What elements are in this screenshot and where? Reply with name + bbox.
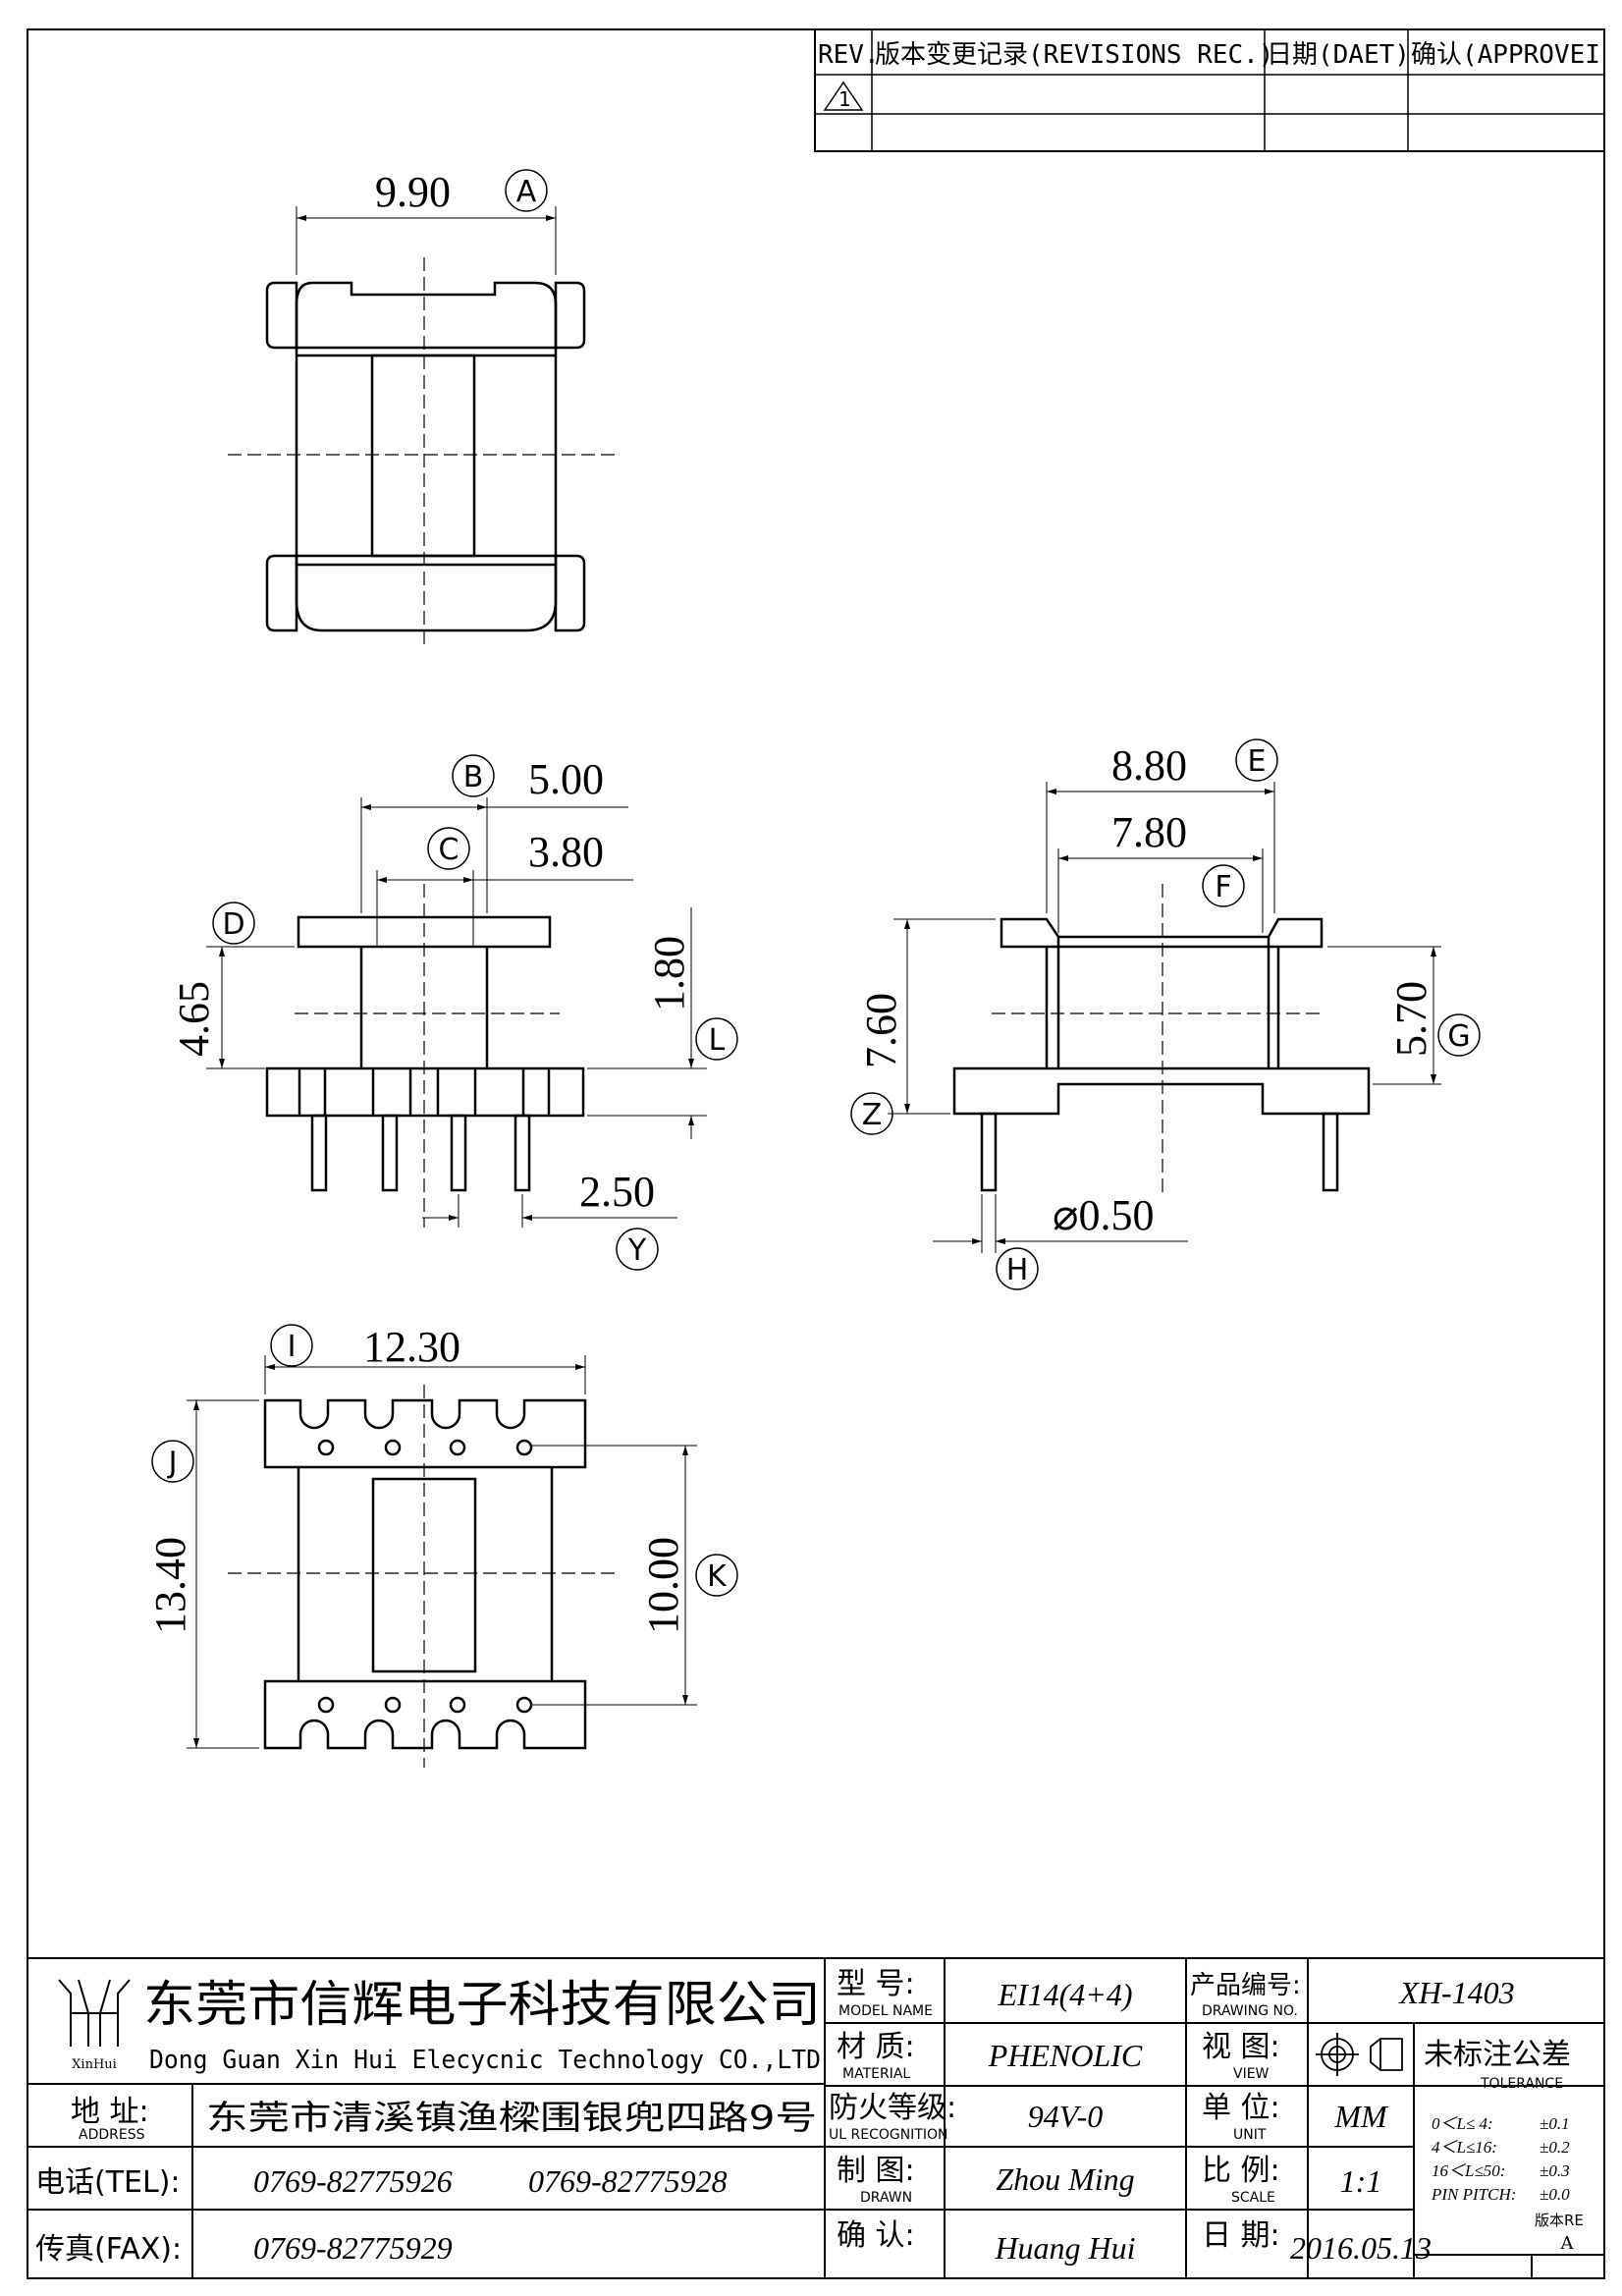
dim-value-c: 3.80 — [528, 828, 604, 876]
dim-value-h: ⌀0.50 — [1053, 1191, 1155, 1239]
drawing-no-value: XH-1403 — [1397, 1975, 1514, 2010]
dim-value-b: 5.00 — [528, 755, 604, 803]
unit-value: MM — [1333, 2099, 1389, 2134]
dim-value-k: 10.00 — [639, 1537, 687, 1634]
checked-value: Huang Hui — [994, 2230, 1135, 2266]
sheet-border — [27, 28, 1605, 2279]
version-label: 版本RE — [1535, 2212, 1584, 2229]
date-header: 日期(DAET) — [1267, 40, 1410, 70]
address-label-cn: 地 址: — [71, 2095, 149, 2129]
tolerance-value-3: ±0.3 — [1540, 2161, 1570, 2180]
side-view — [888, 782, 1441, 1253]
scale-label-cn: 比 例: — [1202, 2154, 1280, 2188]
date-label-cn: 日 期: — [1202, 2218, 1280, 2253]
drawn-label-en: DRAWN — [860, 2190, 912, 2206]
flame-value: 94V-0 — [1028, 2099, 1103, 2134]
tel-label: 电话(TEL): — [35, 2165, 181, 2200]
scale-value: 1:1 — [1340, 2163, 1382, 2199]
drawing-no-label-cn: 产品编号: — [1190, 1971, 1301, 2000]
dim-value-d: 4.65 — [170, 981, 218, 1057]
title-block — [27, 1957, 1605, 2279]
flame-label-cn: 防火等级: — [829, 2091, 956, 2125]
material-label-en: MATERIAL — [842, 2066, 910, 2082]
tolerance-range-2: 4＜L≤16: — [1432, 2138, 1497, 2157]
flame-label-en: UL RECOGNITION — [829, 2127, 948, 2143]
dim-label-i: I — [288, 1330, 297, 1364]
revision-block: REV. 版本变更记录(REVISIONS REC.) 日期(DAET) 确认(… — [814, 28, 1605, 152]
front-view — [206, 797, 707, 1228]
dim-label-k: K — [707, 1559, 728, 1594]
model-value: EI14(4+4) — [997, 1977, 1132, 2012]
company-name-en: Dong Guan Xin Hui Elecycnic Technology C… — [149, 2046, 821, 2075]
address-label-en: ADDRESS — [79, 2127, 145, 2143]
tolerance-title-cn: 未标注公差 — [1424, 2038, 1571, 2072]
dim-label-a: A — [516, 175, 537, 209]
scale-label-en: SCALE — [1231, 2190, 1275, 2206]
fax-value: 0769-82775929 — [253, 2230, 453, 2266]
company-name-cn: 东莞市信辉电子科技有限公司 — [143, 1976, 821, 2033]
dim-value-g: 5.70 — [1387, 981, 1435, 1057]
material-label-cn: 材 质: — [837, 2030, 915, 2064]
tolerance-range-4: PIN PITCH: — [1431, 2185, 1516, 2204]
dim-value-f: 7.80 — [1111, 808, 1187, 856]
dim-value-l: 1.80 — [645, 936, 693, 1011]
unit-label-en: UNIT — [1233, 2127, 1267, 2143]
dim-label-c: C — [439, 833, 460, 867]
dim-label-j: J — [167, 1446, 178, 1480]
tolerance-value-1: ±0.1 — [1540, 2114, 1570, 2133]
drawing-no-label-en: DRAWING NO. — [1202, 2003, 1298, 2019]
dim-label-e: E — [1248, 744, 1267, 779]
dim-label-g: G — [1447, 1019, 1470, 1054]
dim-value-j: 13.40 — [146, 1537, 194, 1634]
revisions-header: 版本变更记录(REVISIONS REC.) — [875, 40, 1273, 70]
unit-label-cn: 单 位: — [1202, 2091, 1280, 2125]
date-value: 2016.05.13 — [1290, 2230, 1432, 2266]
view-label-cn: 视 图: — [1202, 2030, 1280, 2064]
dim-label-z: Z — [862, 1098, 883, 1132]
tolerance-title-en: TOLERANCE — [1480, 2076, 1563, 2092]
material-value: PHENOLIC — [988, 2038, 1143, 2073]
tolerance-value-2: ±0.2 — [1540, 2138, 1570, 2157]
tolerance-range-1: 0＜L≤ 4: — [1432, 2114, 1493, 2133]
dim-label-b: B — [463, 760, 484, 794]
check-label-cn: 确 认: — [837, 2218, 915, 2253]
dim-label-d: D — [222, 907, 244, 942]
view-label-en: VIEW — [1233, 2066, 1270, 2082]
approve-header: 确认(APPROVEI — [1411, 40, 1600, 70]
dim-label-h: H — [1006, 1253, 1029, 1287]
tel-2: 0769-82775928 — [528, 2163, 728, 2199]
dim-value-a: 9.90 — [375, 168, 451, 216]
rev-header: REV. — [818, 40, 880, 70]
model-label-en: MODEL NAME — [838, 2003, 933, 2019]
projection-symbol-icon — [1316, 2033, 1403, 2076]
model-label-cn: 型 号: — [837, 1967, 915, 2001]
company-logo — [58, 1979, 131, 2047]
dim-value-e: 8.80 — [1111, 741, 1187, 790]
dim-value-z: 7.60 — [857, 993, 905, 1068]
tel-1: 0769-82775926 — [253, 2163, 453, 2199]
dim-label-l: L — [709, 1023, 726, 1058]
address-value: 东莞市清溪镇渔樑围银兜四路9号 — [206, 2099, 817, 2138]
top-view — [228, 206, 621, 648]
tolerance-range-3: 16＜L≤50: — [1432, 2161, 1505, 2180]
drawn-label-cn: 制 图: — [837, 2154, 915, 2188]
tolerance-value-4: ±0.0 — [1540, 2185, 1570, 2204]
dim-value-i: 12.30 — [363, 1323, 460, 1371]
rev-triangle-icon — [823, 81, 864, 111]
dim-label-f: F — [1215, 870, 1231, 904]
bottom-view — [187, 1355, 697, 1768]
dim-value-y: 2.50 — [579, 1168, 655, 1216]
fax-label: 传真(FAX): — [35, 2232, 182, 2267]
dim-label-y: Y — [627, 1233, 647, 1268]
drawn-value: Zhou Ming — [996, 2161, 1134, 2197]
logo-text: XinHui — [72, 2057, 117, 2072]
version-value: A — [1560, 2233, 1575, 2254]
rev-mark: 1 — [838, 87, 851, 111]
